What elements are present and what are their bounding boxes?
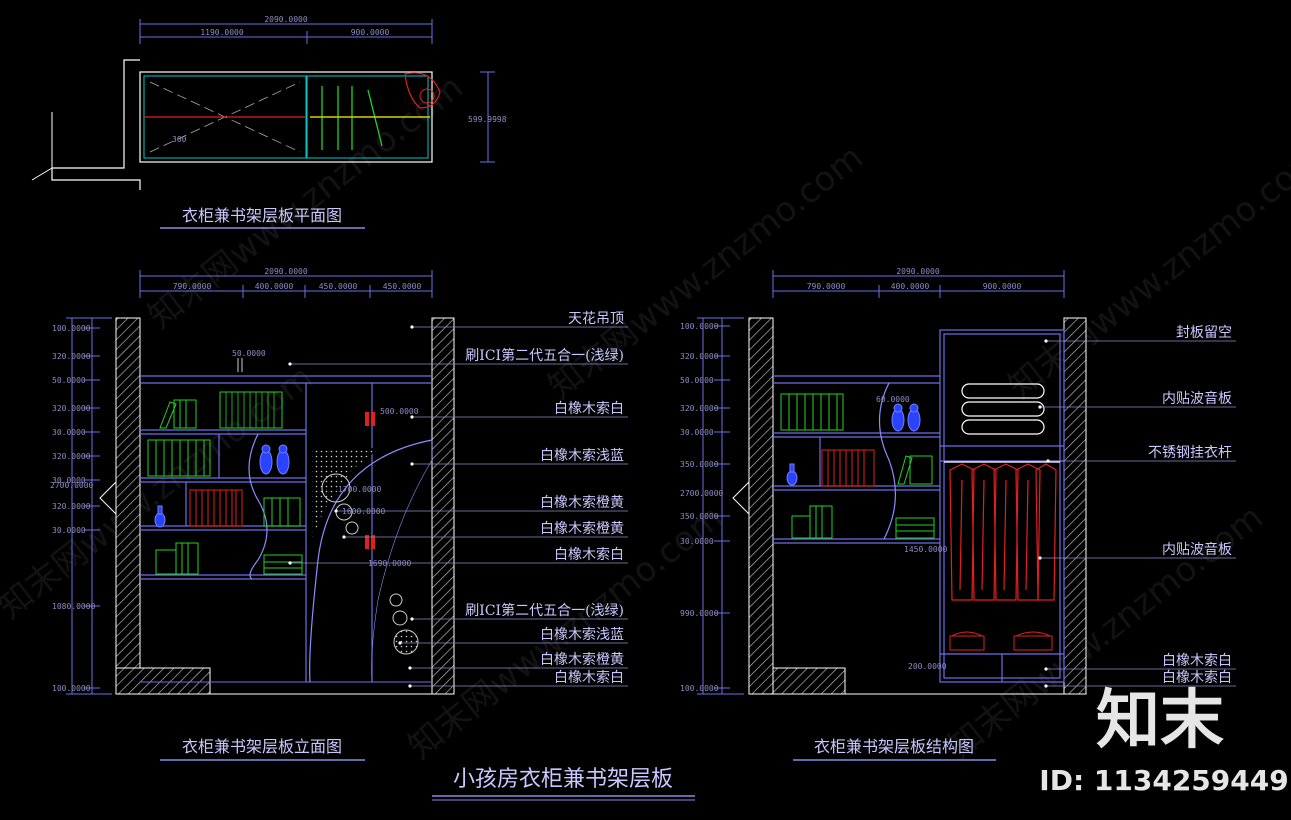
brand-logo: 知末 (1096, 684, 1224, 758)
struct-left-dim-label: 30.0000 (680, 537, 714, 546)
elev-left-dim-label: 30.0000 (52, 428, 86, 437)
elevation-leader-label: 白橡木索浅蓝 (540, 626, 624, 643)
elev-dim-total: 2090.0000 (264, 267, 308, 276)
elevation-title: 衣柜兼书架层板立面图 (182, 737, 342, 756)
elev-left-dim-label: 1080.0000 (52, 602, 96, 611)
struct-left-dim-label: 50.0000 (680, 376, 714, 385)
elevation-leader-label: 白橡木索浅蓝 (540, 447, 624, 464)
elevation-leader-label: 刷ICI第二代五合一(浅绿) (465, 602, 624, 619)
penguin-ornaments (259, 444, 290, 475)
watermark-layer: 知末网www.znzmo.com 知末网www.znzmo.com 知末网www… (0, 67, 1291, 767)
plan-dim-total: 2090.0000 (264, 15, 308, 24)
elevation-leader-label: 白橡木索橙黄 (540, 651, 624, 668)
watermark-text: 知末网www.znzmo.com (541, 137, 871, 407)
vase-ornament (154, 505, 166, 528)
elev-inner-dim-3: 1600.0000 (342, 507, 386, 516)
books-group (147, 391, 303, 575)
structure-leader-label: 白橡木索白 (1162, 669, 1232, 686)
elev-left-dim-label: 100.0000 (52, 324, 91, 333)
elev-dim-d1: 790.0000 (173, 282, 212, 291)
elev-inner-dim-2: 1700.0000 (338, 485, 382, 494)
plan-dim-right: 900.0000 (351, 28, 390, 37)
struct-dim-total: 2090.0000 (896, 267, 940, 276)
struct-inner-dim-0: 60.0000 (876, 395, 910, 404)
structure-view: 2090.0000 790.0000 400.0000 900.0000 100… (680, 267, 1236, 761)
struct-left-dim-label: 100.0000 (680, 684, 719, 693)
folded-clothes (961, 383, 1045, 435)
plan-dim-inner: 300 (172, 135, 187, 144)
struct-dim-height: 2700.0000 (680, 489, 724, 498)
elev-dim-d3: 450.0000 (319, 282, 358, 291)
elevation-leader-label: 白橡木索白 (554, 669, 624, 686)
elev-left-dim-label: 30.0000 (52, 526, 86, 535)
plan-dim-left: 1190.0000 (200, 28, 244, 37)
elev-inner-dim-1: 500.0000 (380, 407, 419, 416)
elev-dim-height: 2700.0000 (50, 481, 94, 490)
struct-left-dim-label: 350.0000 (680, 460, 719, 469)
struct-dim-d1: 790.0000 (807, 282, 846, 291)
struct-dim-d2: 400.0000 (891, 282, 930, 291)
elev-inner-dim-4: 1690.0000 (368, 559, 412, 568)
plan-view: 2090.0000 1190.0000 900.0000 599.9998 30… (31, 15, 507, 229)
struct-dim-d3: 900.0000 (983, 282, 1022, 291)
elevation-leader-label: 天花吊顶 (568, 311, 624, 327)
elev-left-dim-label: 100.0000 (52, 684, 91, 693)
structure-leader-label: 封板留空 (1176, 325, 1232, 341)
elevation-leader-label: 白橡木索橙黄 (540, 494, 624, 511)
elevation-leader-label: 刷ICI第二代五合一(浅绿) (465, 347, 624, 364)
elev-dim-d4: 450.0000 (383, 282, 422, 291)
elevation-leader-label: 白橡木索白 (554, 546, 624, 563)
structure-leader-label: 不锈钢挂衣杆 (1148, 445, 1232, 461)
main-title: 小孩房衣柜兼书架层板 (453, 767, 673, 792)
elev-inner-dim-0: 50.0000 (232, 349, 266, 358)
struct-left-dim-label: 320.0000 (680, 352, 719, 361)
structure-title: 衣柜兼书架层板结构图 (814, 737, 974, 756)
structure-leader-label: 内贴波音板 (1162, 541, 1232, 558)
watermark-text: 知末网www.znzmo.com (0, 357, 321, 627)
elev-left-dim-label: 320.0000 (52, 502, 91, 511)
structure-leader-label: 内贴波音板 (1162, 390, 1232, 407)
hanging-clothes (949, 463, 1057, 601)
elev-left-dim-label: 320.0000 (52, 452, 91, 461)
elev-left-dim-label: 30.0000 (52, 476, 86, 485)
struct-left-dim-label: 320.0000 (680, 404, 719, 413)
elevation-view: 2090.0000 790.0000 400.0000 450.0000 450… (50, 267, 628, 761)
struct-left-dim-label: 350.0000 (680, 512, 719, 521)
brand-id: ID: 1134259449 (1039, 764, 1288, 797)
plan-dim-depth: 599.9998 (468, 115, 507, 124)
struct-left-dim-label: 990.0000 (680, 609, 719, 618)
elev-left-dim-label: 50.0000 (52, 376, 86, 385)
struct-inner-dim-2: 200.0000 (908, 662, 947, 671)
elevation-leader-label: 白橡木索白 (554, 400, 624, 417)
struct-left-dim-label: 30.0000 (680, 428, 714, 437)
plan-title: 衣柜兼书架层板平面图 (182, 206, 342, 225)
elev-dim-d2: 400.0000 (255, 282, 294, 291)
struct-left-dim-label: 100.0000 (680, 322, 719, 331)
watermark-text: 知末网www.znzmo.com (1001, 137, 1291, 407)
struct-inner-dim-1: 1450.0000 (904, 545, 948, 554)
elev-left-dim-label: 320.0000 (52, 404, 91, 413)
elev-left-dim-label: 320.0000 (52, 352, 91, 361)
structure-leader-label: 白橡木索白 (1162, 652, 1232, 669)
elevation-leader-label: 白橡木索橙黄 (540, 520, 624, 537)
